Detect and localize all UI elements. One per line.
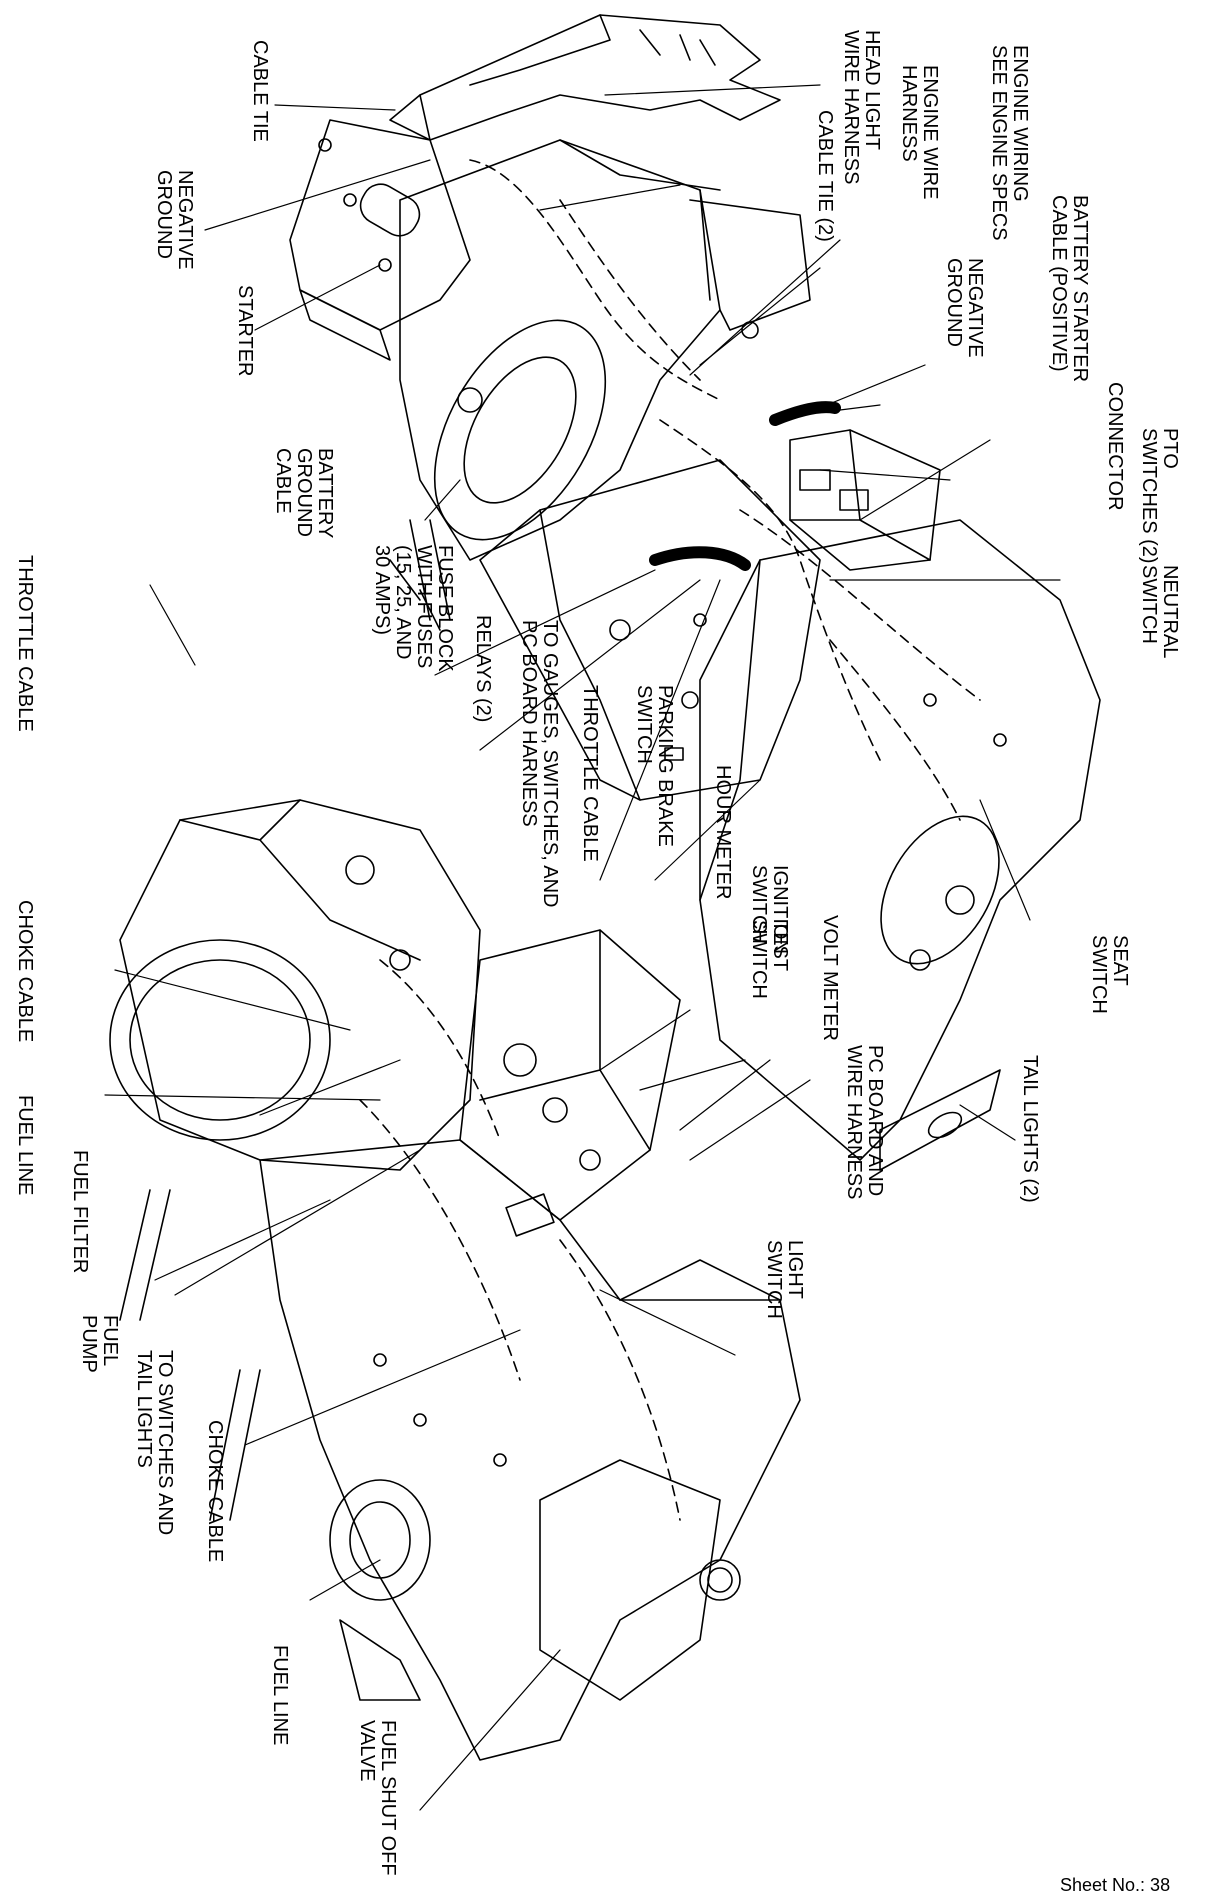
battery-starter-cable — [769, 401, 841, 426]
label-choke-cable-left: CHOKE CABLE — [14, 900, 36, 1043]
label-volt-meter: VOLT METER — [819, 915, 841, 1041]
label-head-light-harness: HEAD LIGHT WIRE HARNESS — [840, 30, 883, 185]
label-test-switch: TEST SWITCH — [748, 920, 791, 999]
battery-box — [789, 429, 941, 571]
label-fuel-line-bottom: FUEL LINE — [269, 1645, 291, 1746]
label-choke-cable-bottom: CHOKE CABLE — [204, 1420, 226, 1563]
lower-frame — [259, 1139, 801, 1761]
label-hour-meter: HOUR METER — [712, 765, 734, 900]
label-cable-tie-2: CABLE TIE (2) — [814, 110, 836, 242]
label-fuel-filter: FUEL FILTER — [69, 1150, 91, 1274]
seat-pan — [699, 519, 1101, 1161]
label-cable-tie-top: CABLE TIE — [249, 40, 271, 142]
tail-plate — [879, 1069, 1001, 1171]
label-engine-wiring: ENGINE WIRING SEE ENGINE SPECS — [988, 45, 1031, 241]
label-light-switch: LIGHT SWITCH — [763, 1240, 806, 1319]
label-engine-wire-harness: ENGINE WIRE HARNESS — [898, 65, 941, 200]
label-throttle-cable-left: THROTTLE CABLE — [14, 555, 36, 732]
sheet-number: Sheet No.: 38 — [1060, 1875, 1171, 1895]
label-parking-brake-switch: PARKING BRAKE SWITCH — [633, 685, 676, 847]
label-fuel-line-left: FUEL LINE — [14, 1095, 36, 1196]
label-pc-board-harness: PC BOARD AND WIRE HARNESS — [843, 1045, 886, 1200]
label-negative-ground-left: NEGATIVE GROUND — [153, 170, 196, 270]
label-negative-ground-right: NEGATIVE GROUND — [943, 258, 986, 358]
label-fuel-pump: FUEL PUMP — [78, 1315, 121, 1373]
front-frame — [289, 119, 471, 361]
label-battery-ground-cable: BATTERY GROUND CABLE — [272, 448, 336, 539]
label-battery-starter-cable: BATTERY STARTER CABLE (POSITIVE) — [1048, 195, 1091, 383]
label-fuel-shut-off-valve: FUEL SHUT OFF VALVE — [356, 1720, 399, 1876]
label-neutral-switch: NEUTRAL SWITCH — [1138, 565, 1181, 659]
label-fuse-block: FUSE BLOCK WITH FUSES (15, 25, AND 30 AM… — [371, 545, 456, 672]
label-to-switches-tail-lights: TO SWITCHES AND TAIL LIGHTS — [133, 1350, 176, 1536]
leader-lines — [104, 84, 1061, 1811]
battery-ground-cable — [649, 546, 751, 571]
label-connector: CONNECTOR — [1104, 382, 1126, 511]
label-relays: RELAYS (2) — [472, 615, 494, 723]
label-starter: STARTER — [234, 285, 256, 377]
upper-engine — [399, 139, 811, 561]
upper-harness — [469, 159, 981, 821]
lower-harness — [359, 959, 681, 1521]
front-hood — [389, 14, 781, 141]
label-tail-lights: TAIL LIGHTS (2) — [1019, 1055, 1041, 1203]
label-to-gauges: TO GAUGES, SWITCHES, AND PC BOARD HARNES… — [518, 620, 561, 908]
label-seat-switch: SEAT SWITCH — [1088, 935, 1131, 1014]
lower-engine — [109, 799, 481, 1171]
dash-panel — [459, 929, 681, 1237]
label-pto-switches: PTO SWITCHES (2) — [1138, 428, 1181, 564]
label-throttle-cable-mid: THROTTLE CABLE — [579, 685, 601, 862]
